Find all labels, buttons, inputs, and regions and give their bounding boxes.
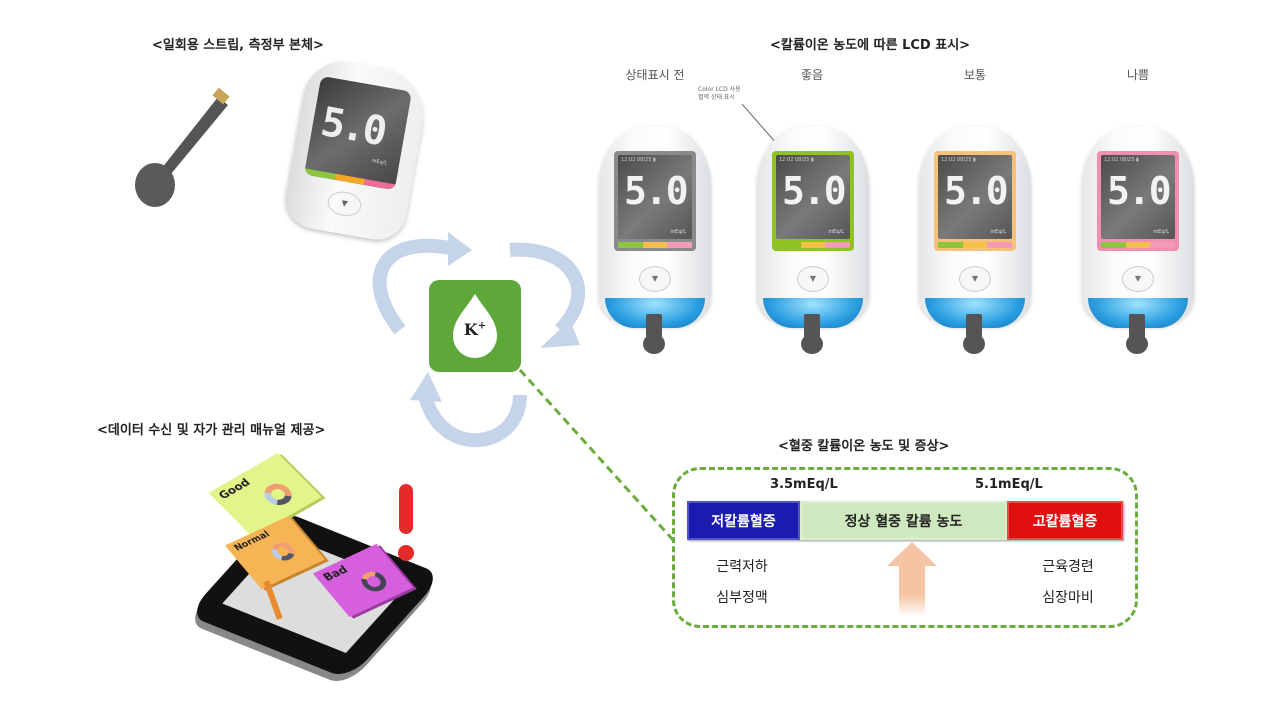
- k-label: K: [463, 320, 478, 339]
- down-button-icon: ▼: [797, 266, 829, 292]
- arrow-bottom-icon: [418, 393, 527, 448]
- strip-meter-title: <일회용 스트립, 측정부 본체>: [152, 38, 324, 53]
- levels-box: [672, 467, 1138, 628]
- high-symptom: 심장마비: [1042, 590, 1094, 606]
- exclamation-dot: [398, 545, 414, 561]
- hyperkalemia-segment: 고칼륨혈증: [1007, 501, 1123, 540]
- unit: mEq/L: [990, 229, 1006, 235]
- down-button-icon: ▼: [1122, 266, 1154, 292]
- up-arrow-icon: [887, 542, 937, 617]
- state-label: 상태표시 전: [625, 68, 685, 82]
- app-title: <데이터 수신 및 자가 관리 매뉴얼 제공>: [97, 423, 326, 438]
- donut-chart-icon: [267, 539, 299, 564]
- levels-title: <혈중 칼륨이온 농도 및 증상>: [778, 439, 950, 454]
- state-label: 보통: [963, 68, 987, 82]
- down-button-icon: ▼: [959, 266, 991, 292]
- low-symptom: 심부정맥: [716, 590, 768, 606]
- dashed-connector: [518, 368, 675, 542]
- normal-segment: 정상 혈중 칼륨 농도: [800, 501, 1007, 540]
- potassium-icon: K+: [429, 280, 521, 372]
- unit: mEq/L: [1153, 229, 1169, 235]
- high-symptom: 근육경련: [1042, 559, 1094, 575]
- arrow-right-icon: [509, 242, 586, 335]
- reading: 5.0: [782, 169, 847, 213]
- exclamation-icon: [399, 484, 413, 534]
- reading: 5.0: [1107, 169, 1172, 213]
- drop-icon: [453, 294, 497, 358]
- low-threshold: 3.5mEq/L: [770, 477, 838, 492]
- donut-chart-icon: [356, 568, 392, 595]
- annotation-line: 혈액 상태 표시: [698, 94, 735, 101]
- state-label: 좋음: [800, 68, 824, 82]
- annotation-line: Color LCD 사용: [698, 86, 741, 93]
- unit: mEq/L: [828, 229, 844, 235]
- reading: 5.0: [624, 169, 689, 213]
- donut-chart-icon: [258, 479, 298, 510]
- high-threshold: 5.1mEq/L: [975, 477, 1043, 492]
- hypokalemia-segment: 저칼륨혈증: [687, 501, 800, 540]
- unit: mEq/L: [670, 229, 686, 235]
- k-superscript: +: [477, 320, 487, 332]
- low-symptom: 근력저하: [716, 559, 768, 575]
- lcd-display-title: <칼륨이온 농도에 따른 LCD 표시>: [770, 38, 971, 53]
- arrow-top-left-icon: [372, 238, 452, 335]
- state-label: 나쁨: [1126, 68, 1150, 82]
- down-button-icon: ▼: [639, 266, 671, 292]
- color-lcd-annotation: Color LCD 사용 혈액 상태 표시: [698, 86, 741, 102]
- reading: 5.0: [944, 169, 1009, 213]
- test-strip-icon: [135, 87, 230, 207]
